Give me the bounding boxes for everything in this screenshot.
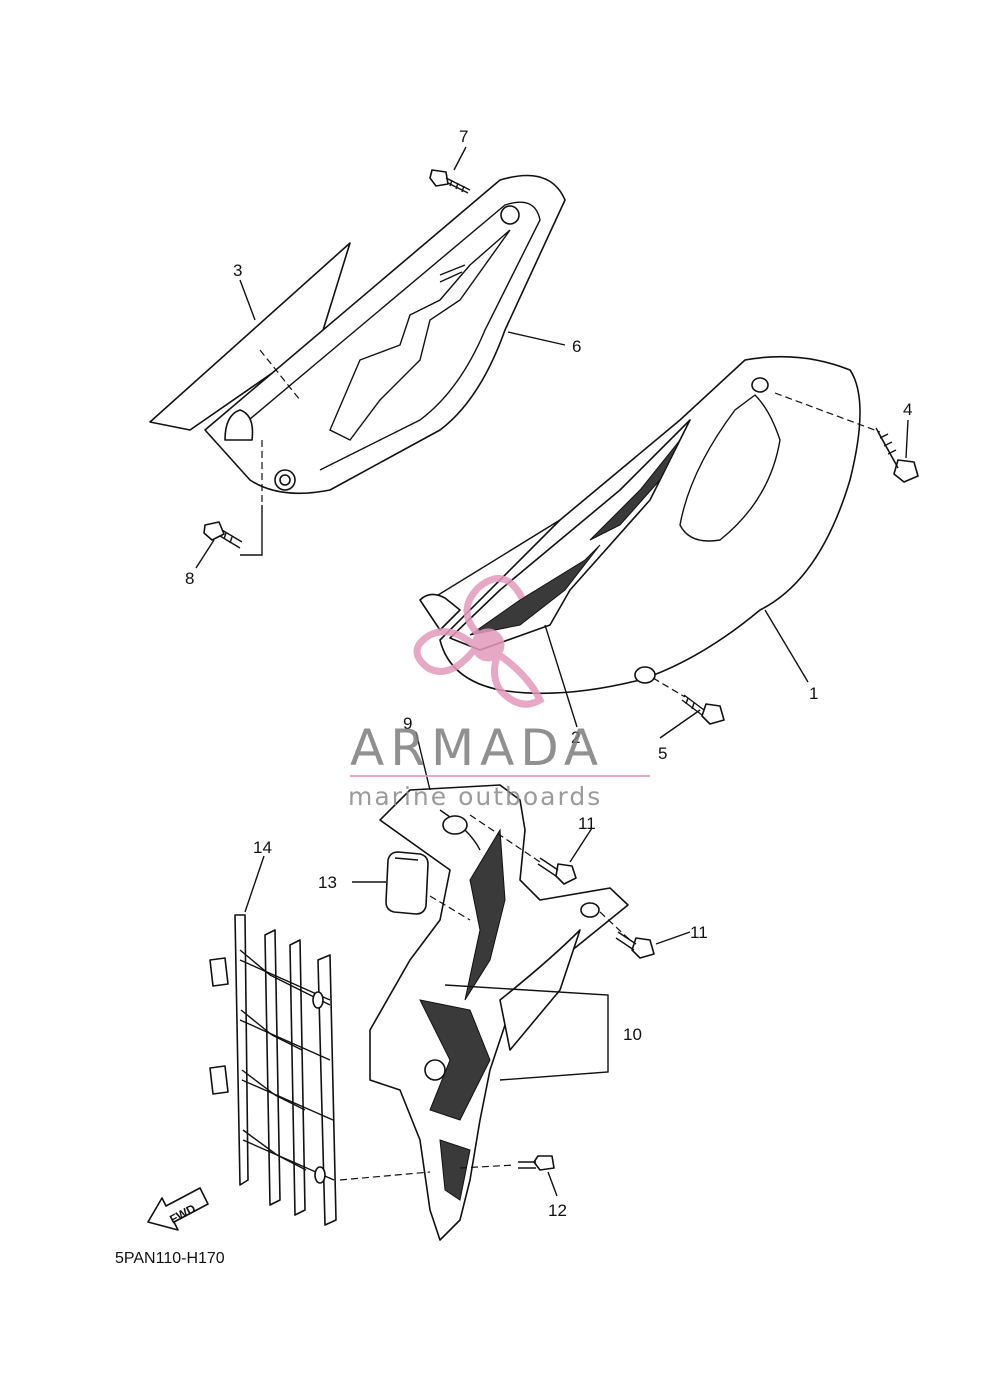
callout-12: 12	[548, 1201, 567, 1220]
callout-9: 9	[403, 714, 412, 733]
bolt-7	[429, 169, 471, 194]
watermark-tagline: marine outboards	[348, 782, 602, 811]
part-13-pad	[385, 851, 429, 915]
bolt-4	[875, 427, 919, 483]
bolt-12	[518, 1155, 555, 1171]
callout-3: 3	[233, 261, 242, 280]
fwd-arrow: FWD	[147, 1187, 209, 1231]
callout-8: 8	[185, 569, 194, 588]
callout-10: 10	[623, 1025, 642, 1044]
part-14-louver	[209, 914, 337, 1226]
bolt-11-lower	[615, 931, 655, 959]
callout-11-upper: 11	[578, 814, 596, 833]
bolt-5	[681, 694, 725, 725]
callout-2: 2	[571, 728, 580, 747]
armada-watermark: ARMADA marine outboards	[348, 575, 650, 811]
callout-4: 4	[903, 400, 912, 419]
callout-1: 1	[809, 684, 818, 703]
callouts: 7 3 6 4 8 1 2 5 9 11 11 10 12 13 14	[185, 127, 912, 1220]
armada-logo	[413, 575, 545, 708]
bolt-8	[203, 521, 243, 549]
callout-7: 7	[459, 127, 468, 146]
callout-14: 14	[253, 838, 272, 857]
leader-lines	[195, 146, 909, 1197]
callout-11-lower: 11	[690, 923, 708, 942]
watermark-brand: ARMADA	[350, 719, 604, 777]
diagram-code: 5PAN110-H170	[115, 1250, 225, 1267]
part-9-radiator-cover	[369, 784, 629, 1241]
bolt-11-upper	[537, 857, 577, 885]
callout-5: 5	[658, 744, 667, 763]
callout-13: 13	[318, 873, 337, 892]
part-6-bracket	[204, 174, 566, 495]
callout-6: 6	[572, 337, 581, 356]
